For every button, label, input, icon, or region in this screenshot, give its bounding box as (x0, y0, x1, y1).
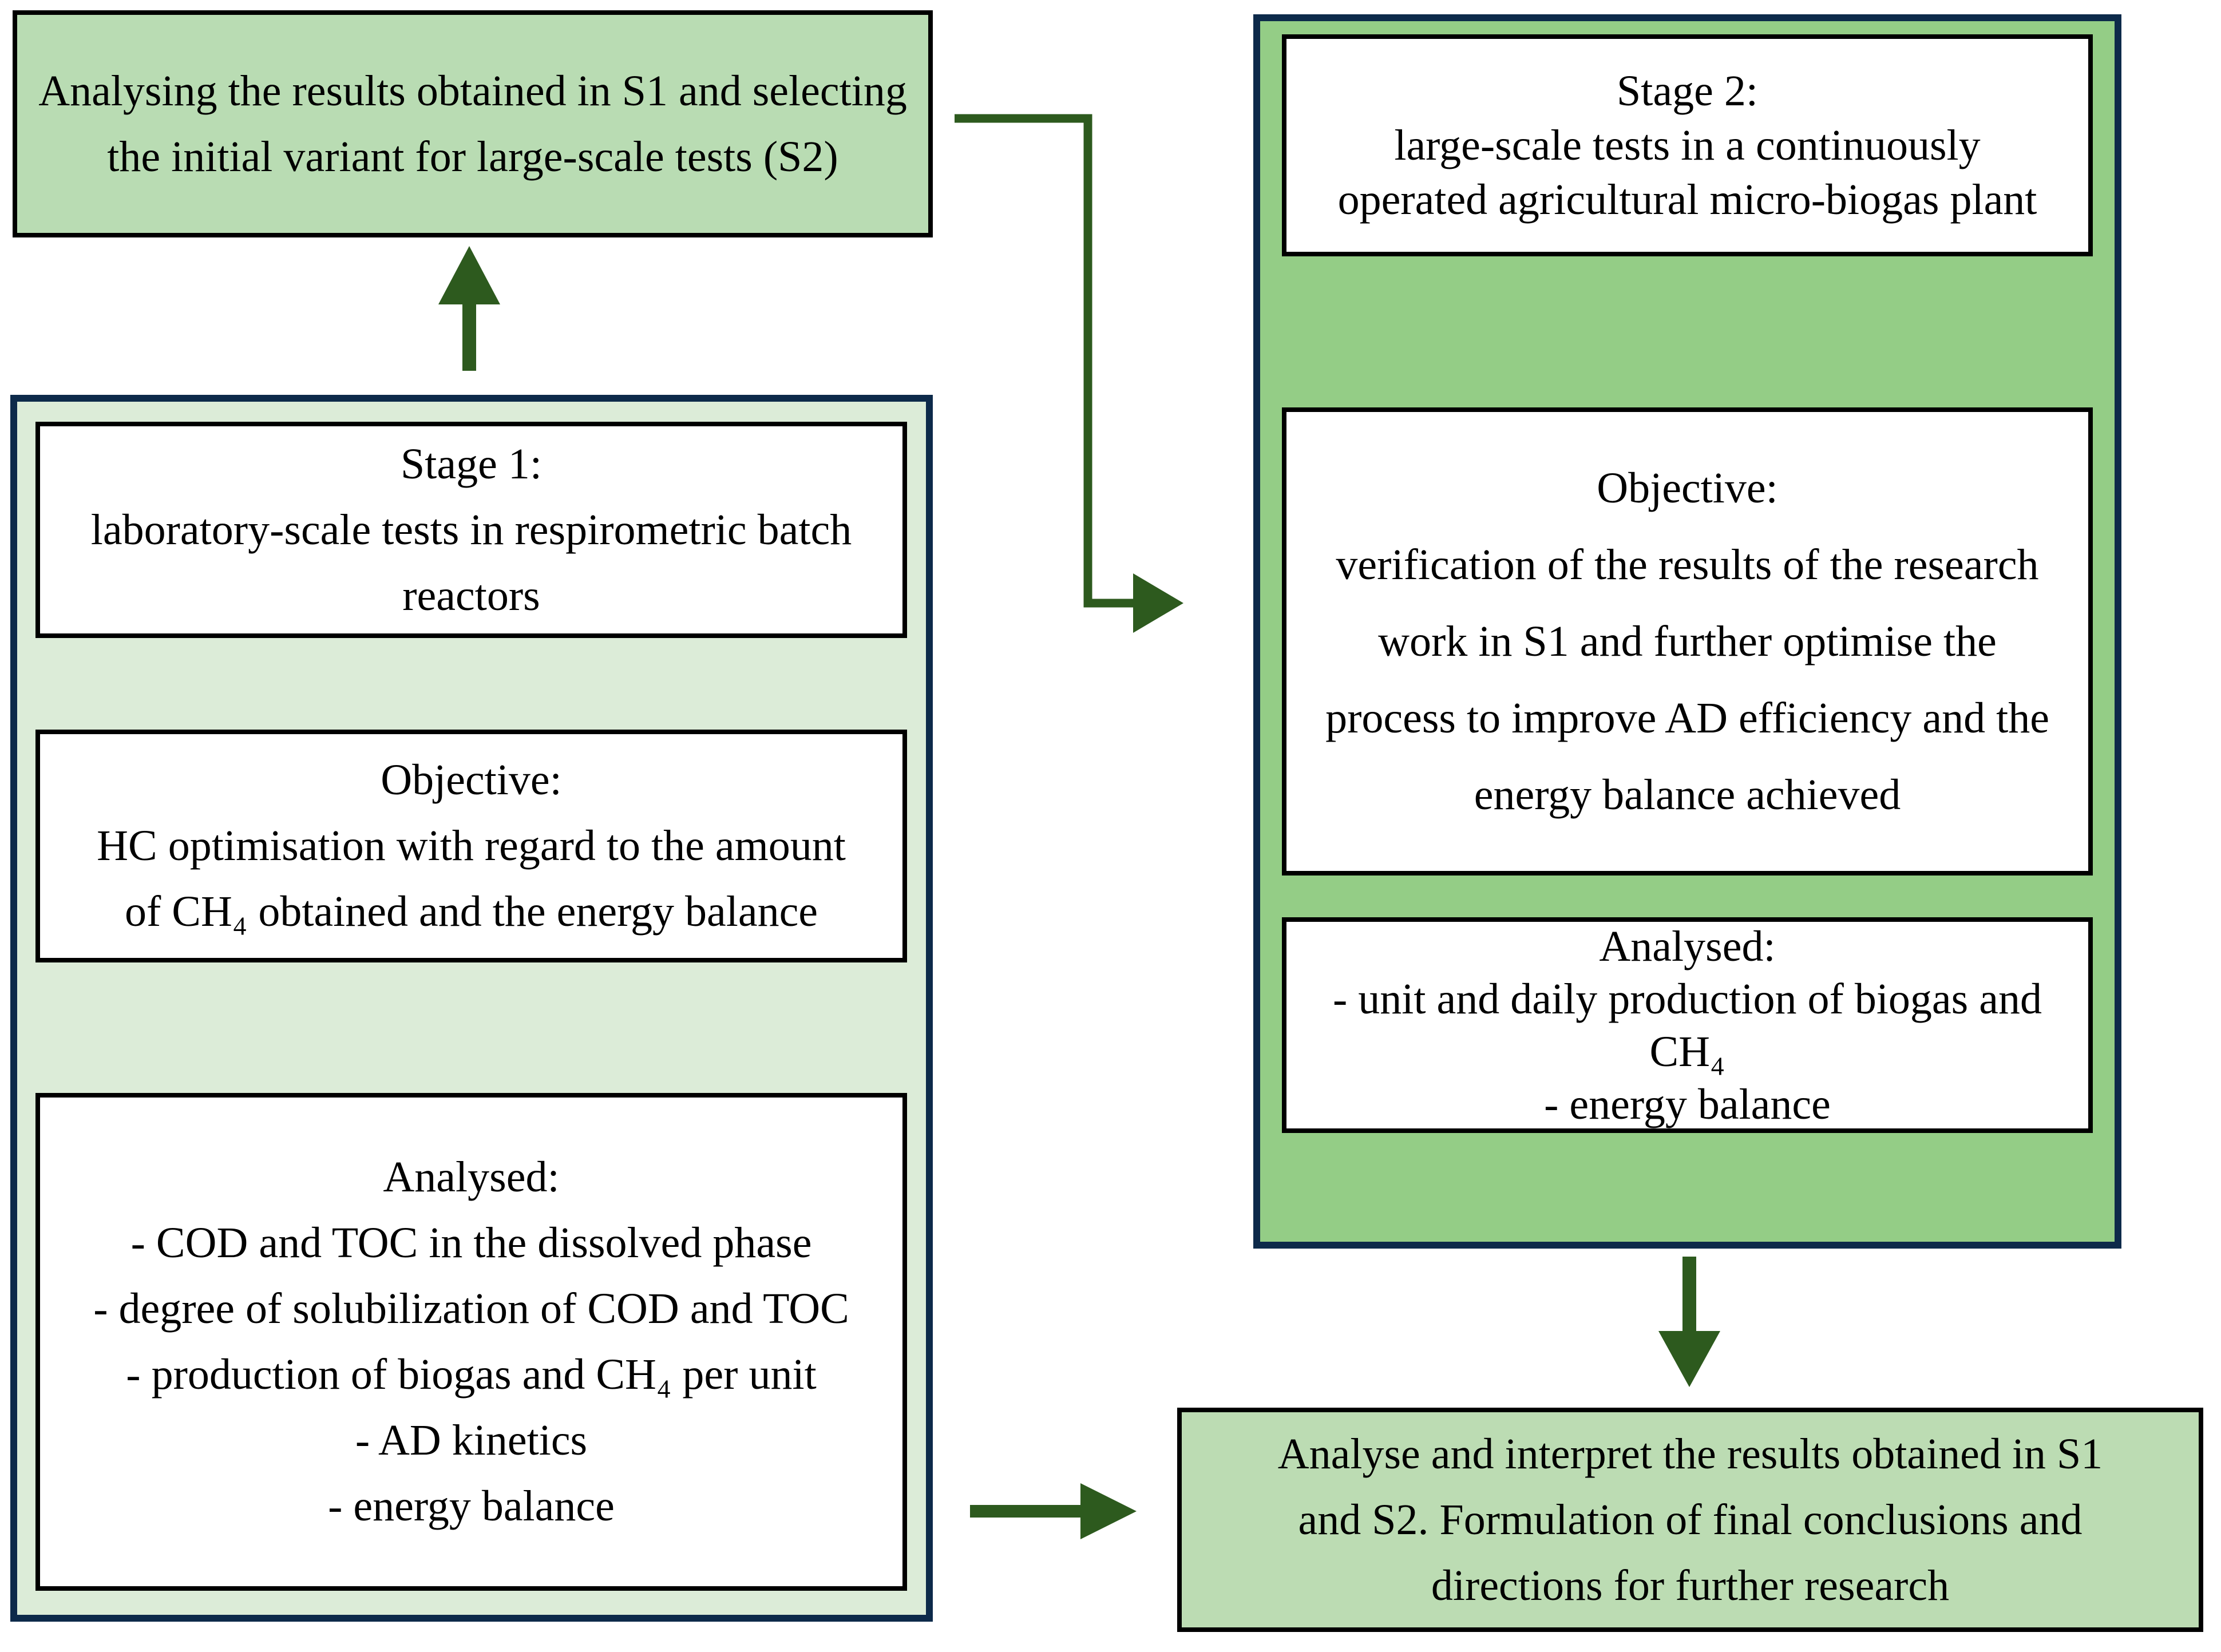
stage1-analysed-item: - AD kinetics (355, 1416, 588, 1464)
conclusions-text: Analyse and interpret the results obtain… (1277, 1429, 2103, 1610)
stage1-analysed-title: Analysed: (383, 1153, 560, 1201)
stage1-subtitle: laboratory-scale tests in respirometric … (90, 505, 852, 620)
stage2-analysed-item: - unit and daily production of biogas an… (1333, 974, 2042, 1076)
down-arrow-icon (1658, 1257, 1720, 1387)
stage2-objective-body: verification of the results of the resea… (1325, 541, 2049, 819)
stage2-objective-title: Objective: (1597, 464, 1778, 512)
stage2-subtitle: large-scale tests in a continuously oper… (1337, 121, 2037, 224)
stage1-objective-body: HC optimisation with regard to the amoun… (97, 822, 846, 936)
stage1-analysed-box: Analysed: - COD and TOC in the dissolved… (35, 1093, 907, 1591)
selection-box: Analysing the results obtained in S1 and… (13, 10, 933, 237)
stage2-analysed-item: - energy balance (1544, 1080, 1831, 1128)
stage1-analysed-item: - degree of solubilization of COD and TO… (93, 1285, 849, 1333)
stage1-objective-box: Objective: HC optimisation with regard t… (35, 730, 907, 962)
stage1-title: Stage 1: (401, 439, 542, 488)
up-arrow-icon (438, 246, 500, 371)
stage2-analysed-box: Analysed: - unit and daily production of… (1282, 917, 2093, 1133)
stage2-analysed-title: Analysed: (1599, 922, 1776, 970)
stage2-header-box: Stage 2: large-scale tests in a continuo… (1282, 34, 2093, 256)
stage1-analysed-item: - COD and TOC in the dissolved phase (130, 1219, 812, 1267)
selection-box-text: Analysing the results obtained in S1 and… (38, 66, 907, 181)
stage1-analysed-item: - energy balance (328, 1482, 615, 1530)
conclusions-box: Analyse and interpret the results obtain… (1177, 1408, 2203, 1632)
elbow-arrow-icon (955, 114, 1183, 633)
stage2-objective-box: Objective: verification of the results o… (1282, 407, 2093, 875)
stage1-header-box: Stage 1: laboratory-scale tests in respi… (35, 422, 907, 638)
stage1-objective-title: Objective: (381, 756, 562, 804)
stage2-title: Stage 2: (1617, 66, 1758, 115)
stage1-analysed-item: - production of biogas and CH₄ per unit (126, 1350, 817, 1399)
right-arrow-icon (970, 1483, 1137, 1539)
